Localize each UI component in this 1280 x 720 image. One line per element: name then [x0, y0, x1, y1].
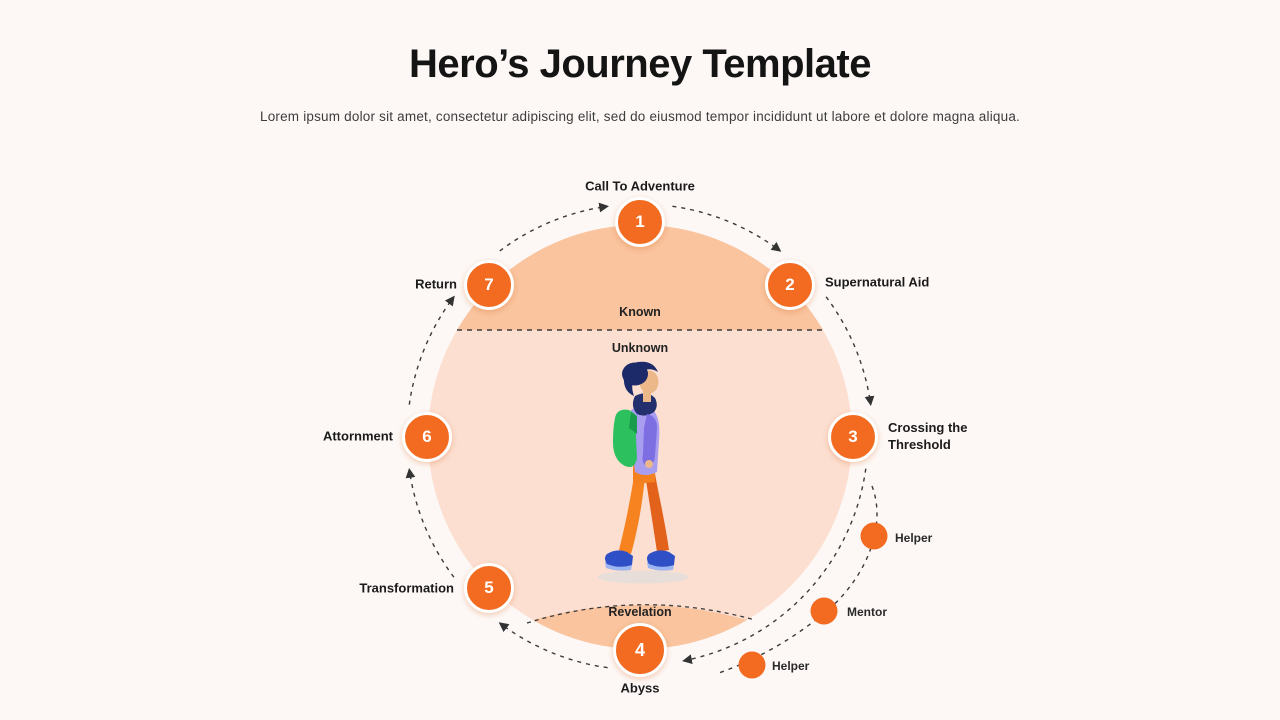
stage-label-call-to-adventure: Call To Adventure: [585, 178, 695, 194]
stage-node-5: 5: [464, 563, 514, 613]
stage-number: 2: [785, 275, 795, 294]
region-label-unknown: Unknown: [611, 341, 669, 355]
page-title: Hero’s Journey Template: [409, 42, 871, 86]
stage-number: 6: [422, 427, 432, 446]
stage-label-supernatural-aid: Supernatural Aid: [825, 274, 930, 290]
helper-label-top: Helper: [895, 531, 933, 545]
stage-label-return: Return: [415, 276, 457, 292]
stage-number: 4: [634, 639, 645, 660]
page-subtitle: Lorem ipsum dolor sit amet, consectetur …: [259, 109, 1020, 124]
stage-node-6: 6: [402, 412, 452, 462]
stage-label-abyss: Abyss: [620, 680, 660, 696]
stage-node-4: 4: [613, 623, 667, 677]
mentor-label: Mentor: [847, 605, 887, 619]
stage-node-1: 1: [615, 197, 665, 247]
helper-dot-top: [860, 522, 888, 550]
region-label-revelation: Revelation: [608, 605, 672, 619]
stage-number: 1: [635, 212, 645, 231]
stage-number: 5: [484, 578, 494, 597]
helper-label-bottom: Helper: [772, 659, 810, 673]
stage-number: 7: [484, 275, 494, 294]
region-label-known: Known: [619, 305, 661, 319]
stage-label-transformation: Transformation: [359, 580, 454, 596]
helper-dot-bottom: [738, 651, 766, 679]
hero-illustration: [597, 361, 689, 584]
stage-label-attornment: Attornment: [322, 428, 393, 444]
stage-node-3: 3: [828, 412, 878, 462]
mentor-dot: [810, 597, 838, 625]
stage-node-2: 2: [765, 260, 815, 310]
stage-node-7: 7: [464, 260, 514, 310]
stage-label-crossing-the-threshold: Crossing the Threshold: [888, 420, 968, 452]
stage-number: 3: [848, 427, 858, 446]
